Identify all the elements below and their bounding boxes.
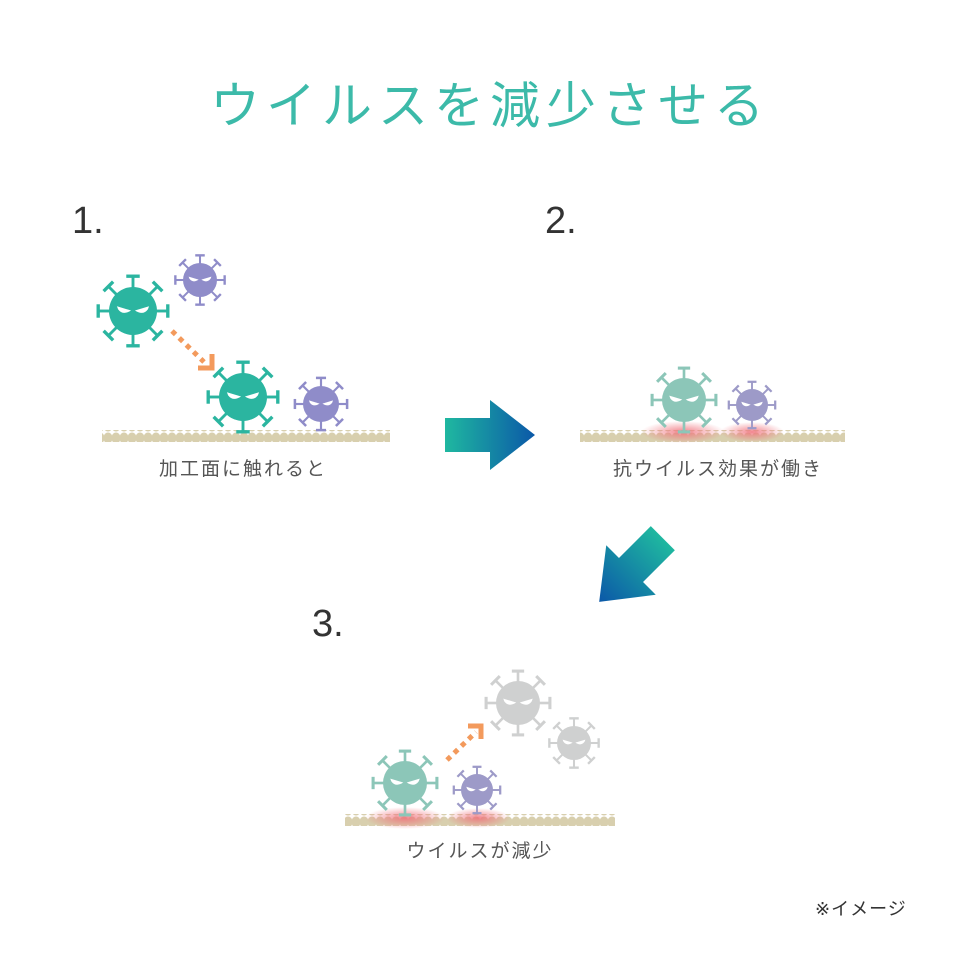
- page-title: ウイルスを減少させる: [210, 77, 770, 135]
- image-note: ※イメージ: [815, 899, 907, 920]
- virus-purple-weakened: [727, 380, 777, 430]
- virus-inactivated: [484, 669, 552, 737]
- antiviral-glow: [720, 422, 784, 442]
- antiviral-glow: [365, 807, 445, 829]
- dotted-arrow-down: [170, 329, 215, 371]
- virus-teal: [96, 274, 170, 348]
- virus-teal: [206, 360, 280, 434]
- step-3-number: 3.: [312, 603, 344, 645]
- step-1-number: 1.: [72, 200, 104, 242]
- antiviral-glow: [446, 808, 510, 828]
- virus-teal-weakened: [650, 366, 718, 434]
- step-1-caption: 加工面に触れると: [158, 458, 328, 480]
- dotted-arrow-up: [445, 723, 484, 762]
- surface-1: [102, 430, 390, 442]
- step-2-number: 2.: [545, 200, 577, 242]
- arrow-right-icon: [445, 400, 535, 470]
- arrow-down-left-icon: [599, 526, 675, 602]
- virus-inactivated: [548, 717, 600, 769]
- step-2-caption: 抗ウイルス効果が働き: [612, 458, 824, 480]
- virus-teal-weakened: [371, 749, 439, 817]
- virus-purple: [174, 254, 226, 306]
- virus-purple-weakened: [452, 765, 502, 815]
- virus-purple: [293, 376, 349, 432]
- step-3-caption: ウイルスが減少: [406, 840, 554, 862]
